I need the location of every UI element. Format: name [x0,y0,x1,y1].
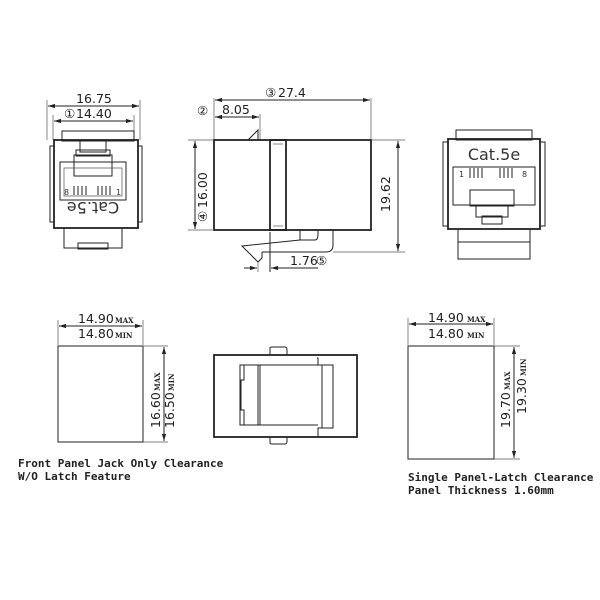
cutout-front-panel: 14.90 MAX 14.80 MIN 16.60 MAX 16.50 MIN … [18,311,224,483]
cutout1-height-max: 16.60 [148,392,163,428]
dim-body-height: 16.00 [195,172,210,208]
pin-label-1: 1 [116,188,121,197]
note-front-clearance: Front Panel Jack Only Clearance [18,457,224,470]
marker-3: ③ [265,85,276,100]
cutout-latch-panel: 14.90 MAX 14.80 MIN 19.70 MAX 19.30 MIN … [407,310,594,497]
cutout2-width-min: 14.80 [428,326,464,341]
dim-overall-height: 19.62 [378,176,393,212]
min-label: MIN [467,331,485,340]
max-label: MAX [467,315,486,324]
cutout1-height-min: 16.50 [162,392,177,428]
marker-2: ② [197,103,208,118]
cutout1-width-max: 14.90 [78,311,114,326]
dim-overall-width: 16.75 [76,91,112,106]
cutout2-height-min: 19.30 [514,378,529,414]
min-label: MIN [167,373,176,391]
note-without-latch: W/O Latch Feature [18,470,131,483]
marker-1: ① [64,106,75,121]
cutout2-height-max: 19.70 [498,392,513,428]
min-label: MIN [115,331,133,340]
cat5e-label-left: Cat.5e [67,198,119,217]
contact-pins-right [469,168,513,178]
dim-inner-width: 14.40 [76,106,112,121]
front-view-left: 16.75 ① 14.40 8 1 Cat.5e [46,91,143,250]
cutout2-width-max: 14.90 [428,310,464,325]
contact-pins [73,186,111,195]
marker-4: ④ [195,211,210,222]
min-label: MIN [519,358,528,376]
coupler-top-view [213,346,358,445]
dim-latch-offset: 8.05 [222,102,250,117]
note-panel-thickness: Panel Thickness 1.60mm [408,484,554,497]
marker-5: ⑤ [316,253,327,268]
cat5e-label-right: Cat.5e [468,145,520,164]
pin-label-8: 8 [64,188,69,197]
max-label: MAX [153,372,162,391]
cutout1-width-min: 14.80 [78,326,114,341]
dim-overall-length: 27.4 [278,85,306,100]
max-label: MAX [115,316,134,325]
note-latch-clearance: Single Panel-Latch Clearance [408,471,594,484]
dim-latch-gap: 1.76 [290,253,318,268]
side-view: ③ 27.4 ② 8.05 1.76 ⑤ ④ 16.00 19.62 [188,85,405,272]
pin-label-8-right: 8 [522,170,527,179]
front-view-right: Cat.5e 1 8 [442,129,546,260]
max-label: MAX [503,371,512,390]
pin-label-1-right: 1 [459,170,464,179]
